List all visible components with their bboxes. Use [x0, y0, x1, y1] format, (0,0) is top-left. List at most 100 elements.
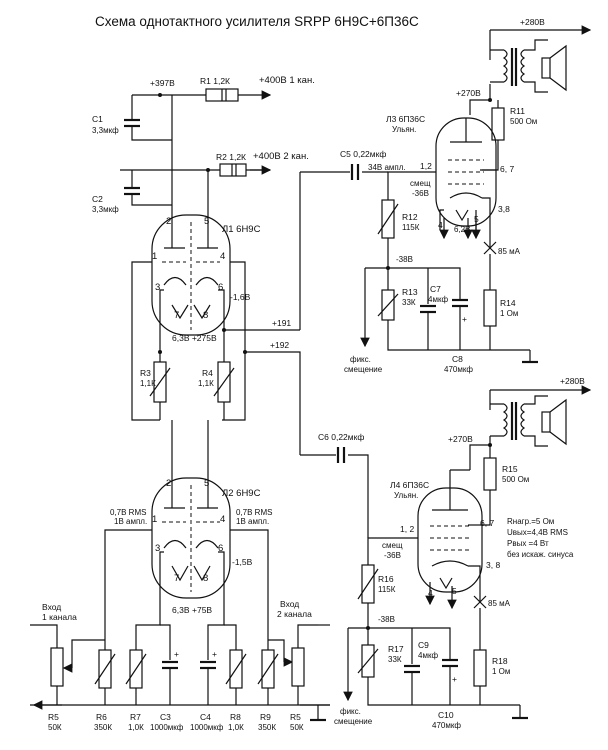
- tube-l2: 2 5 1 4 3 6 7 8 Л2 6Н9С 0,7В RMS 1В ампл…: [104, 477, 272, 650]
- r5b-label: R5: [290, 712, 301, 722]
- l3-name: Л3 6П36С: [386, 114, 425, 124]
- c4-label: C4: [200, 712, 211, 722]
- note-load: Rнагр.=5 Ом: [507, 517, 554, 526]
- r2-resistor: [219, 163, 247, 177]
- o1-m38: -38В: [396, 255, 413, 264]
- c8-value: 470мкф: [444, 365, 473, 374]
- r7-label: R7: [130, 712, 141, 722]
- r8-label: R8: [230, 712, 241, 722]
- r16-label: R16: [378, 574, 394, 584]
- l1-v191: +191: [272, 318, 291, 328]
- r12-value: 115К: [402, 223, 420, 232]
- output-stage-1: +280В +270В R11 500 Ом Л3 6П36С Ульян. C…: [299, 17, 592, 374]
- c4-value: 1000мкф: [190, 723, 224, 732]
- r3-value: 1,1К: [140, 379, 156, 388]
- l3-pin4: 4: [438, 220, 443, 230]
- l2-pin5: 5: [204, 478, 209, 489]
- note-uout: Uвых=4,4В RMS: [507, 528, 568, 537]
- input2-label-b: 2 канала: [277, 609, 312, 619]
- r14-value: 1 Ом: [500, 309, 518, 318]
- svg-text:+: +: [462, 314, 467, 324]
- l2-name: Л2 6Н9С: [222, 488, 261, 499]
- l1-pin8: 8: [203, 310, 208, 321]
- c9-value: 4мкф: [418, 651, 438, 660]
- diagram-title: Схема однотактного усилителя SRPP 6Н9С+6…: [95, 14, 419, 29]
- l1-heater: 6,3В +275В: [172, 333, 217, 343]
- output-stage-2: +280В +270В R15 500 Ом C6 0,22мкф Л4 6П3…: [300, 376, 592, 730]
- l2-rms2a: 0,7В RMS: [236, 508, 272, 517]
- l2-heater: 6,3В: [172, 605, 190, 615]
- o1-v270: +270В: [456, 88, 481, 98]
- l1-pin4: 4: [220, 251, 225, 262]
- l4-pin5: 5: [452, 586, 457, 596]
- l3-make: Ульян.: [392, 125, 416, 134]
- input1-label-a: Вход: [42, 602, 61, 612]
- l2-v75: +75В: [192, 605, 212, 615]
- l1-name: Л1 6Н9С: [222, 224, 261, 235]
- r17-value: 33К: [388, 655, 402, 664]
- note-pout: Рвых =4 Вт: [507, 539, 549, 548]
- l3-bias-label: смещ: [410, 179, 431, 188]
- l4-bias-label: смещ: [382, 541, 403, 550]
- r14-resistor: [483, 289, 497, 327]
- r4-label: R4: [202, 368, 213, 378]
- r8-value: 1,0К: [228, 723, 244, 732]
- r5b-value: 50К: [290, 723, 304, 732]
- l1-pin1: 1: [152, 251, 157, 262]
- l4-pins12: 1, 2: [400, 524, 414, 534]
- c1-label: C1: [92, 114, 103, 124]
- l2-rms2b: 1В ампл.: [236, 517, 269, 526]
- l3-pins38: 3,8: [498, 204, 510, 214]
- c5-label: C5 0,22мкф: [340, 149, 386, 159]
- l3-pins12: 1,2: [420, 161, 432, 171]
- r6-value: 350К: [94, 723, 112, 732]
- c2-value: 3,3мкф: [92, 205, 119, 214]
- note-distortion: без искаж. синуса: [507, 550, 574, 559]
- l1-pin3: 3: [155, 282, 160, 293]
- r3-label: R3: [140, 368, 151, 378]
- l4-m36: -36В: [384, 551, 401, 560]
- r6-label: R6: [96, 712, 107, 722]
- r2-label: R2 1,2К: [216, 152, 246, 162]
- l2-pin4: 4: [220, 514, 225, 525]
- o1-v34: 34В ампл.: [368, 163, 406, 172]
- l2-pin2: 2: [166, 478, 171, 489]
- r7-value: 1,0К: [128, 723, 144, 732]
- v397-label: +397В: [150, 78, 175, 88]
- o1-fix1: фикс.: [350, 355, 371, 364]
- c7-label: C7: [430, 284, 441, 294]
- l1-pin2: 2: [166, 216, 171, 227]
- l4-name: Л4 6П36С: [390, 480, 429, 490]
- c7-value: 4мкф: [428, 295, 448, 304]
- cathode-resistors: R3 1,1К R4 1,1К: [140, 350, 235, 480]
- r18-resistor: [473, 649, 487, 687]
- r15-resistor: [483, 457, 497, 491]
- r5b-pot: [291, 647, 305, 687]
- input1-label-b: 1 канала: [42, 612, 77, 622]
- l2-rms1a: 0,7В RMS: [110, 508, 146, 517]
- r15-label: R15: [502, 464, 518, 474]
- l4-current: 85 мА: [488, 599, 511, 608]
- r4-value: 1,1К: [198, 379, 214, 388]
- l2-pin8: 8: [203, 573, 208, 584]
- r5a-label: R5: [48, 712, 59, 722]
- c8-label: C8: [452, 354, 463, 364]
- c2-label: C2: [92, 194, 103, 204]
- r13-value: 33К: [402, 298, 416, 307]
- l4-pins38: 3, 8: [486, 560, 500, 570]
- r18-value: 1 Ом: [492, 667, 510, 676]
- o2-m38: -38В: [378, 615, 395, 624]
- l4-make: Ульян.: [394, 491, 418, 500]
- input-section: + + Вход 1 канала Вход 2 канала R5 50К R…: [30, 599, 330, 732]
- o2-v280: +280В: [560, 376, 585, 386]
- l2-pin3: 3: [155, 543, 160, 554]
- r9-value: 350К: [258, 723, 276, 732]
- l1-pin7: 7: [174, 310, 179, 321]
- l1-bias: -1,6В: [230, 292, 251, 302]
- r12-label: R12: [402, 212, 418, 222]
- l2-pin7: 7: [174, 573, 179, 584]
- tube-l1: 2 5 1 4 3 6 7 8 Л1 6Н9С -1,6В 6,3В +275В…: [131, 214, 301, 455]
- r5a-pot: [50, 647, 64, 687]
- r18-label: R18: [492, 656, 508, 666]
